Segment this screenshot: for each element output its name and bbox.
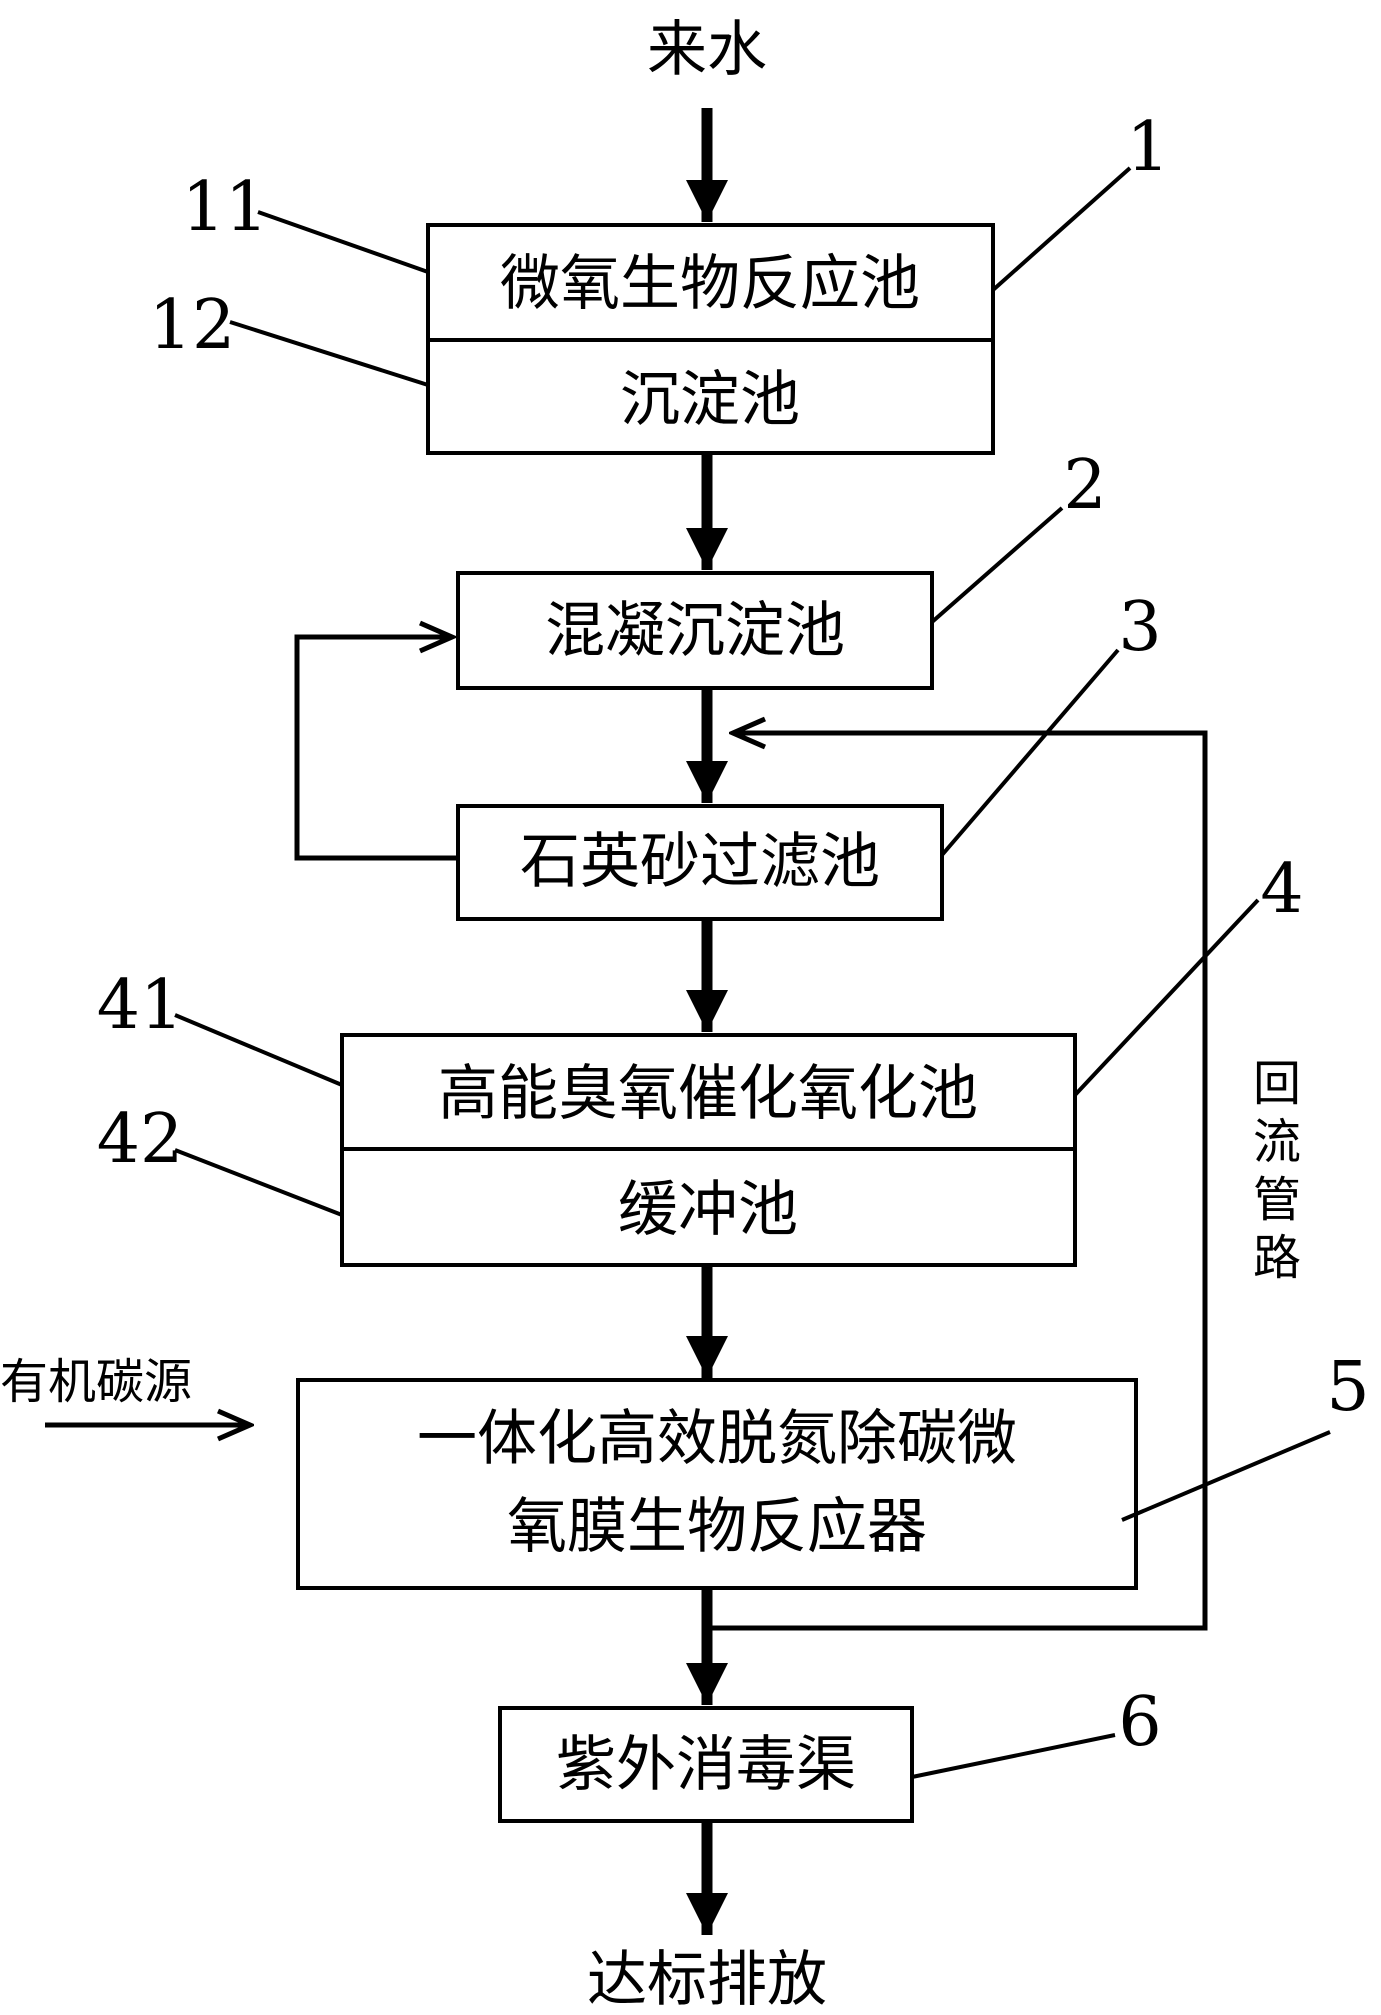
unit-4: 高能臭氧催化氧化池 缓冲池 xyxy=(340,1033,1077,1267)
unit-5-label-line1: 一体化高效脱氮除碳微 xyxy=(417,1404,1017,1474)
leader-5 xyxy=(1121,1430,1331,1522)
unit-6-label: 紫外消毒渠 xyxy=(556,1730,856,1800)
ref-number-1: 1 xyxy=(1126,108,1169,187)
leader-6 xyxy=(911,1733,1116,1779)
return-pipeline-label: 回 流 管 路 xyxy=(1253,1056,1301,1286)
unit-3-label: 石英砂过滤池 xyxy=(520,827,880,897)
return-line-char-3: 管 xyxy=(1253,1172,1301,1228)
leader-12 xyxy=(229,320,429,387)
return-line-char-2: 流 xyxy=(1253,1114,1301,1170)
leader-11 xyxy=(257,210,429,274)
unit-1-top-label: 微氧生物反应池 xyxy=(500,249,920,319)
ref-number-4: 4 xyxy=(1260,850,1303,929)
ref-number-42: 42 xyxy=(97,1100,184,1179)
unit-4-top-label: 高能臭氧催化氧化池 xyxy=(438,1059,978,1129)
return-pipeline xyxy=(707,733,1208,1631)
inlet-label: 来水 xyxy=(647,15,767,85)
unit-1-bottom-label: 沉淀池 xyxy=(620,365,800,435)
unit-4-bottom-label: 缓冲池 xyxy=(618,1175,798,1245)
unit-3: 石英砂过滤池 xyxy=(456,804,944,921)
outlet-label: 达标排放 xyxy=(587,1945,827,2015)
leader-2 xyxy=(930,506,1064,624)
unit-5-label-line2: 氧膜生物反应器 xyxy=(507,1492,927,1562)
recirculation-loop-3-to-2 xyxy=(294,637,458,861)
unit-2-label: 混凝沉淀池 xyxy=(545,596,845,666)
ref-number-3: 3 xyxy=(1118,588,1161,667)
leader-4 xyxy=(1073,898,1260,1097)
leader-3 xyxy=(940,648,1120,857)
ref-number-5: 5 xyxy=(1326,1348,1369,1427)
ref-number-6: 6 xyxy=(1118,1683,1161,1762)
leader-41 xyxy=(174,1013,343,1087)
leader-42 xyxy=(174,1148,343,1217)
unit-1: 微氧生物反应池 沉淀池 xyxy=(426,223,995,455)
ref-number-11: 11 xyxy=(182,168,269,247)
unit-2: 混凝沉淀池 xyxy=(456,571,934,690)
return-line-char-4: 路 xyxy=(1253,1230,1301,1286)
ref-number-2: 2 xyxy=(1063,446,1106,525)
return-line-char-1: 回 xyxy=(1253,1056,1301,1112)
unit-6: 紫外消毒渠 xyxy=(498,1706,914,1823)
leader-1 xyxy=(991,166,1132,292)
carbon-source-label: 有机碳源 xyxy=(0,1354,192,1410)
unit-5: 一体化高效脱氮除碳微 氧膜生物反应器 xyxy=(296,1378,1138,1590)
ref-number-12: 12 xyxy=(149,286,236,365)
ref-number-41: 41 xyxy=(97,966,184,1045)
